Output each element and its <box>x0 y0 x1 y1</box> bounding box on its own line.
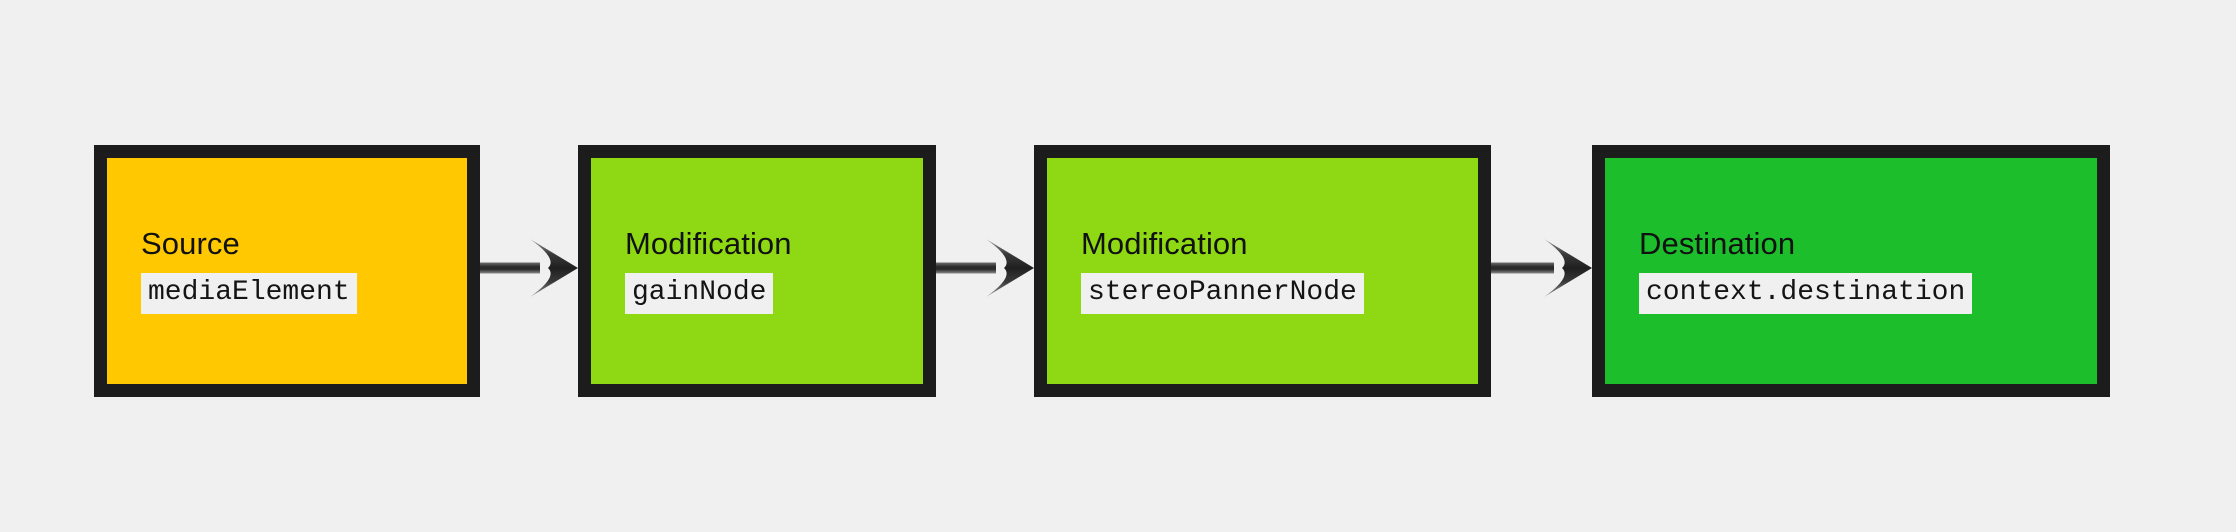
arrow-shaft <box>480 262 540 274</box>
arrow-head <box>530 239 578 297</box>
node-code-label: context.destination <box>1639 273 1973 315</box>
node-code-label: mediaElement <box>141 273 357 315</box>
arrow-shaft <box>936 262 996 274</box>
arrow-head <box>1544 239 1592 297</box>
edge-source-gain <box>480 239 578 297</box>
node-title: Modification <box>625 225 792 261</box>
node-gain[interactable]: Modification gainNode <box>578 145 936 397</box>
node-title: Modification <box>1081 225 1248 261</box>
edge-panner-destination <box>1491 239 1592 297</box>
node-panner[interactable]: Modification stereoPannerNode <box>1034 145 1491 397</box>
edge-gain-panner <box>936 239 1034 297</box>
arrow-shaft <box>1491 262 1554 274</box>
node-destination[interactable]: Destination context.destination <box>1592 145 2110 397</box>
node-title: Source <box>141 225 240 261</box>
node-title: Destination <box>1639 225 1796 261</box>
arrow-head <box>986 239 1034 297</box>
node-source[interactable]: Source mediaElement <box>94 145 480 397</box>
node-code-label: stereoPannerNode <box>1081 273 1364 315</box>
node-code-label: gainNode <box>625 273 774 315</box>
